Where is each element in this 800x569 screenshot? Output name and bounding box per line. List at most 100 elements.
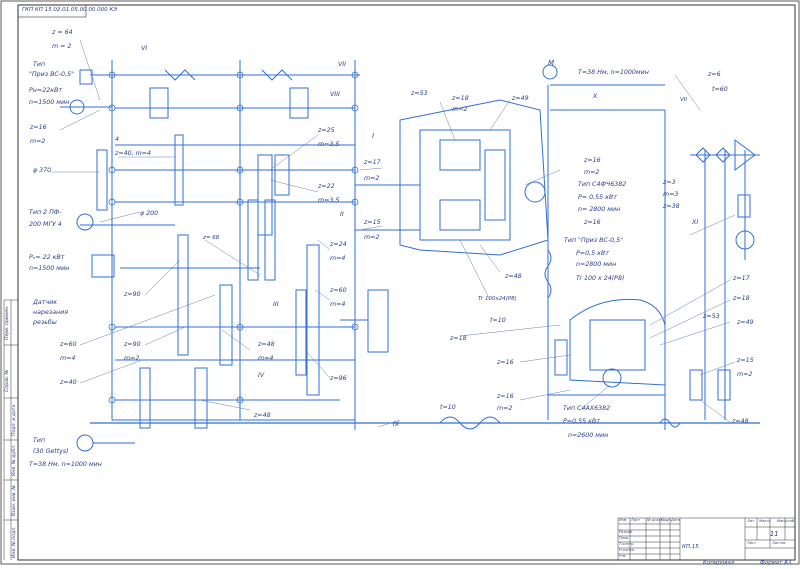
tb-tkontr: Т.контр. [619,542,635,546]
label-z17-a: z=17 [364,159,381,166]
strip-label-2: Справ. № [5,369,10,392]
label-roman-VII: VII [338,61,347,68]
leader-lines [50,39,736,428]
tb-date: Дата [671,518,681,522]
tb-prov: Пров. [619,536,630,540]
label-roman-III: III [273,301,279,308]
label-motor-type2: Тип 2 ПФ- [29,209,62,216]
footer-copy: Копировал [703,560,735,566]
label-phi370: φ 370 [33,167,52,174]
label-z53-a: z=53 [411,90,428,97]
lead-screw [544,249,552,299]
label-sensor2: нарезания [33,309,69,316]
label-z15-a: z=15 [364,219,381,226]
label-z16-a: z=16 [30,124,47,131]
main-gearbox [60,60,760,430]
tb-masshtab: Масштаб [777,519,795,523]
tb-izm: Изм. [619,518,628,522]
label-z49-b: z=49 [737,319,754,326]
center-gearhead [355,64,666,430]
gearbox-bearings [108,71,359,404]
label-z16-b: z=16 [584,157,601,164]
tb-utv: Утв. [619,554,627,558]
label-z48-b: z=48 [254,412,271,419]
tb-sheet: Лист [747,541,757,545]
label-motor-c4-p: P= 0,55 кВт [578,194,617,201]
label-m-bot: Тип [33,437,46,444]
label-screw1: Tr 100 x 24(P8) [576,275,625,282]
label-motor-c4a-n: n=2600 мин [568,432,609,439]
label-sensor3: резьбы [33,319,57,326]
tb-sign: Подп. [661,518,672,522]
label-z16-c: z=16 [584,219,601,226]
label-t10-b: t=10 [440,404,456,411]
label-m2-g: m=2 [497,405,513,412]
label-z60-a: z=60 [60,341,77,348]
label-z68: z= 68 [203,235,220,241]
top-stamp-text: ГКП КП 15.02.01.05.00.00.000 КЭ [22,7,118,13]
label-z48-d: z=48 [732,418,749,425]
tb-list: Лист [631,518,641,522]
label-motor-c4-n: n= 2800 мин [578,206,621,213]
label-roman-II: II [340,211,344,218]
label-z25: z=25 [318,127,335,134]
chain-drive [439,416,501,430]
label-n1500: n=1500 мин [29,265,70,272]
label-clutch2: Тип "Приз ВС-0,5" [564,237,624,244]
label-motor-top: T=38 Нм, n=1000мин [578,69,649,76]
label-clutch2-n: n=2800 мин [576,261,617,268]
label-m4-c: m=4 [330,301,346,308]
label-z48-c: z=48 [505,273,522,280]
chain-drive-2 [659,418,681,428]
label-z15-b: z=15 [737,357,754,364]
label-z22: z=22 [318,183,335,190]
label-m2-b: m=2 [364,175,380,182]
label-t10-a: t=10 [490,317,506,324]
left-strip-grid [3,299,18,560]
inner-frame [17,4,796,561]
label-m4-b: m=4 [60,355,76,362]
tb-razrab: Разраб. [619,530,634,534]
label-motor-pn: Pн=22кВт [29,87,62,94]
label-m2-c: m=2 [364,234,380,241]
tb-nkontr: Н.контр. [619,548,636,552]
label-z18-b: z=18 [450,335,467,342]
label-motor-n: n=1500 мин [29,99,70,106]
label-z64: z = 64 [52,29,73,36]
left-motors [69,69,135,452]
label-z16-d: z=16 [497,359,514,366]
right-unit [689,139,760,420]
label-m35-a: m=3,5 [318,141,340,148]
label-z40: z=40 [60,379,77,386]
label-roman-IV: IV [258,372,265,379]
label-z18-a: z=18 [452,95,469,102]
tb-doc: № докум. [647,518,665,522]
label-z18-c: z=18 [733,295,750,302]
top-stamp-box [17,4,87,18]
label-z17-b: z=17 [733,275,750,282]
label-m4-d: m=4 [258,355,274,362]
label-roman-IX: IX [393,421,400,428]
label-sensor1: Датчик [33,299,58,306]
label-roman-XI: XI [692,219,699,226]
label-4: 4 [115,136,120,143]
label-roman-VIII: VIII [330,91,340,98]
label-m3: m=3 [663,191,679,198]
label-z90-a: z=90 [124,291,141,298]
lower-unit [548,298,666,396]
label-motor-c4: Тип С4ФЧ6382 [578,181,627,188]
label-m35-b: m=3,5 [318,197,340,204]
label-z38: z=38 [663,203,680,210]
label-t60: t=60 [712,86,728,93]
strip-label-3: Подп. и дата [12,404,17,436]
label-z96: z=96 [330,375,347,382]
label-p22: Pₙ= 22 кВт [29,254,65,261]
label-clutch-type: Тип [33,61,46,68]
label-roman-I: I [372,132,374,140]
label-m2-d: m=2 [124,355,140,362]
title-block [617,517,796,561]
label-z49-a: z=49 [512,95,529,102]
strip-label-6: Инв. № подл. [12,526,17,558]
